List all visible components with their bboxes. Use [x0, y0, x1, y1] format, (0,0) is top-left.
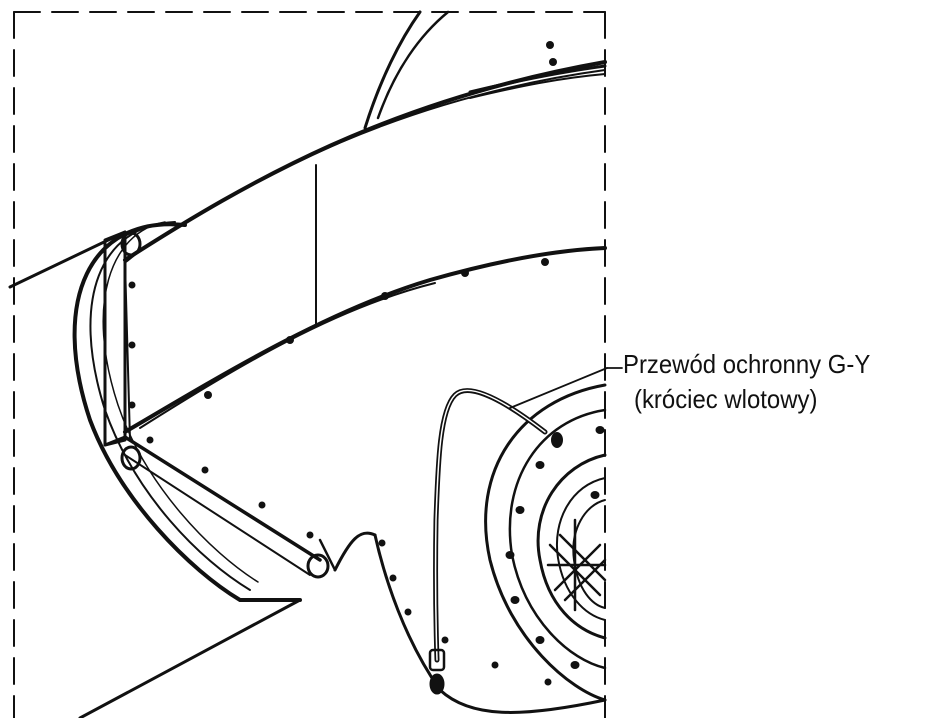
corner-bolts [120, 231, 330, 579]
lower-panel [123, 435, 607, 714]
view-boundary-frame [13, 11, 606, 718]
upper-housing-edge [123, 10, 607, 262]
scroll-flange [72, 221, 302, 602]
ground-cable [428, 388, 548, 695]
side-plate [103, 230, 131, 447]
inlet-flange-holes [505, 426, 605, 669]
impeller-blades [546, 518, 607, 612]
callout-label-line2: (króciec wlotowy) [634, 384, 818, 414]
callout-label-line1: Przewód ochronny G-Y [623, 349, 871, 379]
callout-leader [509, 367, 623, 409]
upper-panel [123, 164, 607, 434]
rivets [128, 41, 557, 686]
